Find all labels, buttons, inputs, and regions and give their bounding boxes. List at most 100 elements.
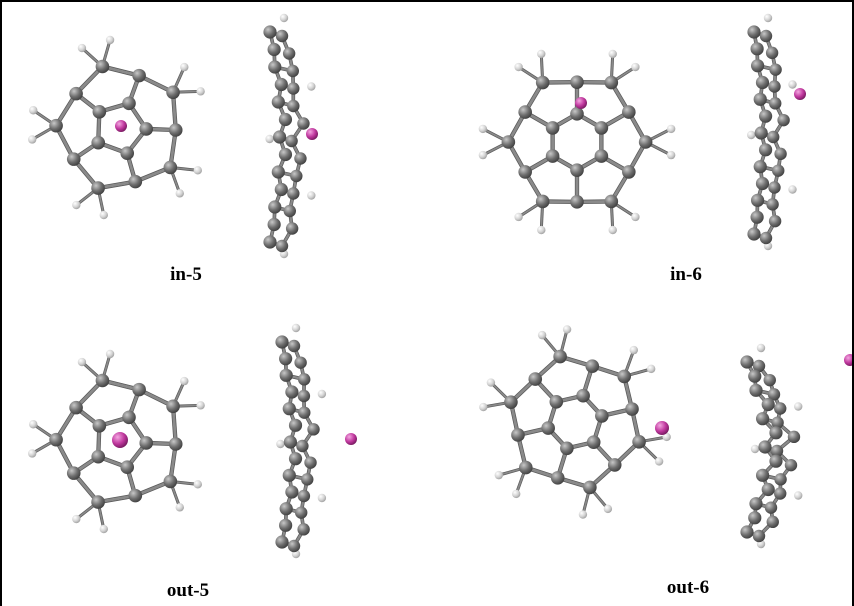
carbon-atom: [285, 485, 299, 499]
carbon-atom: [282, 47, 296, 60]
carbon-atom: [758, 440, 772, 454]
carbon-atom: [753, 92, 767, 106]
carbon-atom: [769, 426, 783, 440]
carbon-atom: [271, 95, 285, 109]
carbon-atom: [274, 77, 288, 92]
carbon-atom: [518, 460, 533, 475]
carbon-atom: [283, 435, 297, 449]
carbon-atom: [501, 135, 516, 149]
carbon-atom: [607, 458, 622, 472]
carbon-atom: [122, 96, 136, 111]
metal-atom: [794, 88, 806, 100]
metal-atom: [112, 432, 128, 448]
carbon-atom: [298, 373, 311, 386]
label-in-6: in-6: [670, 264, 702, 285]
carbon-atom: [748, 511, 762, 525]
carbon-atom: [304, 456, 317, 469]
hydrogen-atom: [265, 134, 274, 144]
hydrogen-atom: [788, 185, 797, 194]
carbon-atom: [295, 506, 308, 519]
carbon-atom: [761, 482, 775, 497]
metal-atom: [575, 97, 587, 109]
hydrogen-atom: [514, 212, 523, 222]
carbon-atom: [755, 468, 770, 482]
carbon-atom: [271, 165, 285, 179]
hydrogen-atom: [72, 514, 81, 524]
carbon-atom: [632, 435, 646, 449]
hydrogen-atom: [99, 524, 108, 534]
carbon-atom: [767, 388, 781, 401]
hydrogen-atom: [77, 357, 87, 367]
carbon-atom: [275, 335, 289, 349]
carbon-atom: [278, 112, 293, 127]
carbon-atom: [139, 122, 154, 136]
carbon-atom: [550, 471, 565, 485]
carbon-atom: [755, 75, 770, 90]
carbon-atom: [768, 181, 781, 194]
carbon-atom: [267, 42, 281, 57]
carbon-atom: [294, 356, 307, 369]
hydrogen-atom: [494, 470, 504, 480]
hydrogen-atom: [631, 62, 640, 72]
hydrogen-atom: [750, 444, 760, 454]
carbon-atom: [535, 194, 550, 209]
carbon-atom: [95, 373, 110, 388]
hydrogen-atom: [608, 49, 617, 59]
hydrogen-atom: [788, 80, 797, 89]
metal-atom: [306, 128, 318, 140]
molecule-face-view: [27, 35, 205, 220]
carbon-atom: [267, 217, 281, 232]
carbon-atom: [604, 75, 619, 90]
carbon-atom: [279, 352, 293, 366]
carbon-atom: [749, 497, 763, 511]
hydrogen-atom: [512, 489, 521, 499]
carbon-atom: [767, 130, 780, 144]
carbon-atom: [570, 195, 584, 209]
molecule-side-view: [263, 13, 318, 259]
hydrogen-atom: [279, 13, 289, 23]
hydrogen-atom: [486, 378, 496, 387]
carbon-atom: [297, 117, 310, 130]
hydrogen-atom: [29, 106, 38, 115]
carbon-atom: [288, 418, 303, 432]
carbon-atom: [120, 460, 135, 475]
carbon-atom: [263, 25, 277, 39]
molecule-side-view: [747, 13, 806, 251]
molecule-side-view: [740, 343, 852, 549]
hydrogen-atom: [105, 35, 115, 45]
carbon-atom: [69, 86, 83, 101]
carbon-atom: [570, 75, 584, 89]
hydrogen-atom: [27, 449, 37, 458]
carbon-atom: [749, 383, 763, 397]
label-out-6: out-6: [666, 577, 710, 598]
carbon-atom: [766, 198, 779, 211]
carbon-atom: [69, 400, 83, 415]
metal-atom: [844, 354, 852, 366]
carbon-atom: [754, 126, 768, 140]
carbon-atom: [166, 399, 180, 414]
carbon-atom: [279, 502, 293, 516]
carbon-atom: [755, 412, 770, 426]
carbon-atom: [92, 105, 107, 119]
label-in-5: in-5: [170, 264, 202, 285]
hydrogen-atom: [537, 49, 546, 59]
carbon-atom: [91, 449, 106, 464]
carbon-atom: [288, 452, 303, 466]
molecule-face-view: [479, 325, 671, 519]
hydrogen-atom: [478, 124, 488, 134]
carbon-atom: [755, 176, 770, 191]
carbon-atom: [287, 539, 301, 553]
carbon-atom: [748, 369, 762, 383]
carbon-atom: [545, 121, 560, 135]
carbon-atom: [549, 395, 564, 409]
hydrogen-atom: [603, 504, 613, 514]
carbon-atom: [586, 435, 601, 449]
carbon-atom: [91, 181, 105, 195]
label-out-5: out-5: [166, 580, 210, 601]
carbon-atom: [751, 193, 765, 207]
hydrogen-atom: [578, 510, 588, 519]
hydrogen-atom: [666, 150, 676, 160]
carbon-atom: [168, 437, 183, 451]
carbon-atom: [66, 466, 81, 480]
hydrogen-atom: [196, 87, 205, 96]
